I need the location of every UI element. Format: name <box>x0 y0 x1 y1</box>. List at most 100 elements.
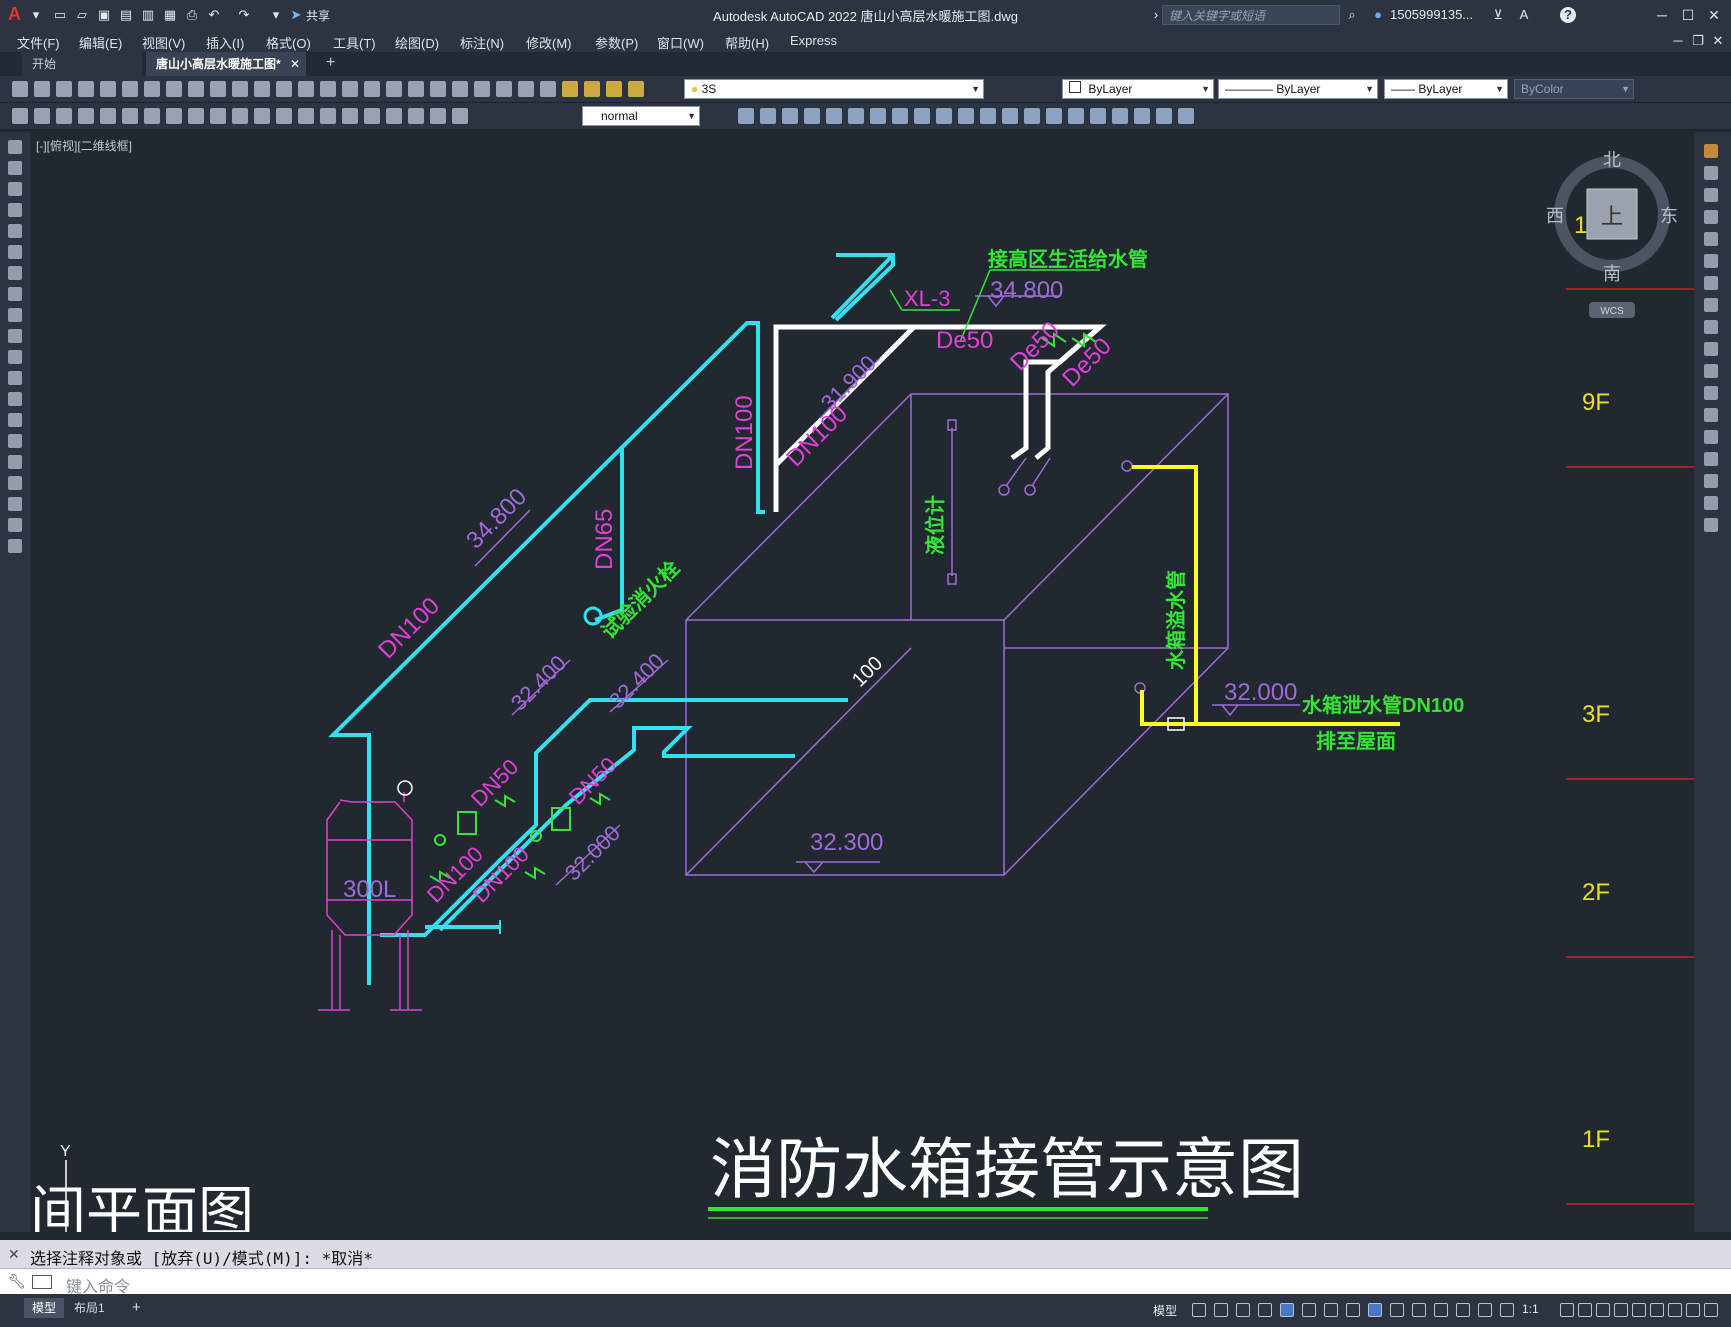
plot-preview-icon[interactable] <box>100 81 116 97</box>
snap-dropdown-icon[interactable] <box>1236 1303 1250 1317</box>
color-dropdown[interactable]: ByLayer ▼ <box>1062 79 1214 99</box>
compass-south[interactable]: 南 <box>1603 264 1621 284</box>
view-cube[interactable]: 上 北 南 西 东 WCS <box>1546 150 1678 318</box>
share-icon[interactable]: ➤ <box>290 7 302 22</box>
menu-modify[interactable]: 修改(M) <box>526 36 572 51</box>
drawing-viewport[interactable]: 10F 9F 3F 2F 1F 上 北 南 西 东 WCS <box>30 132 1694 1232</box>
new-file-icon[interactable]: ▭ <box>53 7 67 22</box>
design-center-icon[interactable] <box>408 81 424 97</box>
annotation-monitor-icon[interactable] <box>1578 1303 1592 1317</box>
layer-delete-icon[interactable] <box>870 108 886 124</box>
polygon-icon[interactable] <box>8 203 22 217</box>
quickcalc-icon[interactable] <box>496 81 512 97</box>
infer-constraints-icon[interactable] <box>1258 1303 1272 1317</box>
undo-icon[interactable] <box>254 81 270 97</box>
jogged-linear-icon[interactable] <box>364 108 380 124</box>
object-snap-icon[interactable] <box>1390 1303 1404 1317</box>
revision-cloud-icon[interactable] <box>8 287 22 301</box>
block-insert-icon[interactable] <box>1090 108 1106 124</box>
tool-palettes-icon[interactable] <box>430 81 446 97</box>
hardware-acceleration-icon[interactable] <box>1668 1303 1682 1317</box>
sheet-set-icon[interactable] <box>452 81 468 97</box>
save-icon[interactable]: ▣ <box>97 7 111 22</box>
layer-iso-icon[interactable] <box>782 108 798 124</box>
layer-lock2-icon[interactable] <box>958 108 974 124</box>
autocad-logo-icon[interactable]: A <box>8 4 21 24</box>
viewport-controls-label[interactable]: [-][俯视][二维线框] <box>36 139 133 153</box>
grid-icon[interactable] <box>1192 1303 1206 1317</box>
units-icon[interactable] <box>1596 1303 1610 1317</box>
annotation-visibility-icon[interactable] <box>1478 1303 1492 1317</box>
workspace-gear-icon[interactable] <box>1560 1303 1574 1317</box>
angular-dim-icon[interactable] <box>166 108 182 124</box>
wcs-button[interactable] <box>1589 302 1635 318</box>
spline-icon[interactable] <box>8 308 22 322</box>
view-cube-face[interactable] <box>1586 188 1638 240</box>
command-input[interactable]: 键入命令 <box>66 1279 131 1296</box>
make-block-icon[interactable] <box>8 392 22 406</box>
layer-on-icon[interactable] <box>562 81 578 97</box>
menu-edit[interactable]: 编辑(E) <box>79 36 123 51</box>
tab-layout1[interactable]: 布局1 <box>74 1301 105 1315</box>
polyline-icon[interactable] <box>8 182 22 196</box>
command-prompt-icon[interactable] <box>32 1275 52 1289</box>
search-input[interactable]: 键入关键字或短语 <box>1162 5 1340 25</box>
cut-icon[interactable] <box>166 81 182 97</box>
layer-off-icon[interactable] <box>804 108 820 124</box>
aligned-dim-icon[interactable] <box>34 108 50 124</box>
match-props-icon[interactable] <box>232 81 248 97</box>
save-web-icon[interactable]: ▦ <box>163 7 177 22</box>
save-icon[interactable] <box>56 81 72 97</box>
add-selected-icon[interactable] <box>8 539 22 553</box>
rectangle-icon[interactable] <box>8 224 22 238</box>
offset-icon[interactable] <box>1704 210 1718 224</box>
paste-icon[interactable] <box>210 81 226 97</box>
open-icon[interactable] <box>34 81 50 97</box>
break-icon[interactable] <box>1704 408 1718 422</box>
add-layout-button[interactable]: + <box>132 1299 141 1316</box>
zoom-previous-icon[interactable] <box>364 81 380 97</box>
qnew-icon[interactable] <box>12 81 28 97</box>
table-icon[interactable] <box>8 497 22 511</box>
layer-match-icon[interactable] <box>760 108 776 124</box>
multiline-text-icon[interactable] <box>8 518 22 532</box>
layer-props-icon[interactable] <box>540 81 556 97</box>
layer-change-icon[interactable] <box>1002 108 1018 124</box>
qa-customize-icon[interactable]: ▾ <box>272 7 280 22</box>
plotstyle-dropdown[interactable]: ByColor ▼ <box>1514 79 1634 99</box>
attribute-icon[interactable] <box>1134 108 1150 124</box>
circle-icon[interactable] <box>8 266 22 280</box>
dim-update-icon[interactable] <box>430 108 446 124</box>
space-dim-icon[interactable] <box>254 108 270 124</box>
layer-vp-icon[interactable] <box>1046 108 1062 124</box>
tab-drawing[interactable]: 唐山小高层水暖施工图* ✕ <box>146 52 306 76</box>
selection-cycling-icon[interactable] <box>1456 1303 1470 1317</box>
user-icon[interactable]: ● <box>1374 7 1382 22</box>
linear-dim-icon[interactable] <box>12 108 28 124</box>
layer-walk-icon[interactable] <box>826 108 842 124</box>
layer-unisolate-icon[interactable] <box>892 108 908 124</box>
close-command-icon[interactable]: ✕ <box>8 1246 20 1262</box>
linetype-dropdown[interactable]: ———— ByLayer ▼ <box>1218 79 1378 99</box>
fillet-icon[interactable] <box>1704 474 1718 488</box>
menu-view[interactable]: 视图(V) <box>142 36 186 51</box>
layer-settings-icon[interactable] <box>1068 108 1084 124</box>
text-style-dropdown[interactable]: normal ▼ <box>582 106 700 126</box>
model-space-label[interactable]: 模型 <box>1153 1304 1178 1318</box>
break-dim-icon[interactable] <box>276 108 292 124</box>
undo-icon[interactable]: ↶ <box>208 7 220 22</box>
zoom-realtime-icon[interactable] <box>320 81 336 97</box>
ellipse-arc-icon[interactable] <box>8 350 22 364</box>
layer-color-icon[interactable] <box>628 81 644 97</box>
open-file-icon[interactable]: ▱ <box>77 7 87 22</box>
snap-icon[interactable] <box>1214 1303 1228 1317</box>
help-icon[interactable]: ? <box>1560 7 1576 23</box>
properties-icon[interactable] <box>386 81 402 97</box>
hatch-icon[interactable] <box>8 434 22 448</box>
autoscale-icon[interactable] <box>1500 1303 1514 1317</box>
menu-express[interactable]: Express <box>790 33 837 48</box>
isodraft-icon[interactable] <box>1346 1303 1360 1317</box>
ellipse-icon[interactable] <box>8 329 22 343</box>
layer-unlock-icon[interactable] <box>980 108 996 124</box>
scale-icon[interactable] <box>1704 298 1718 312</box>
